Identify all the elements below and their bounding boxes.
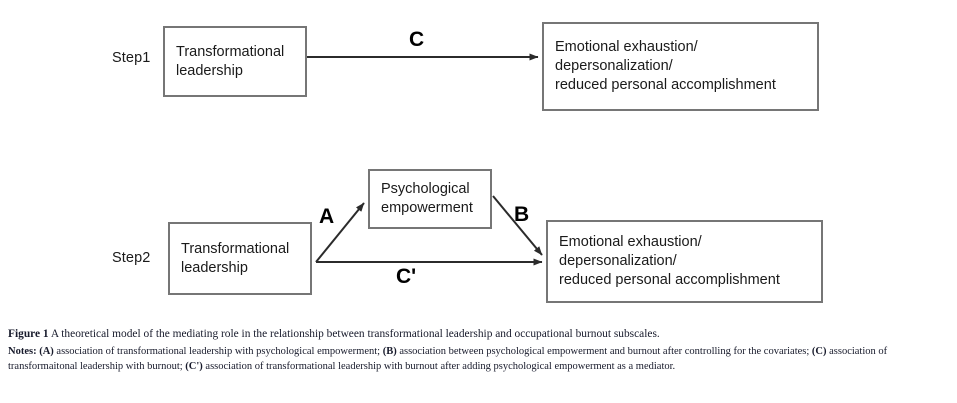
caption-notes-label: Notes: xyxy=(8,346,37,357)
caption-title-text: A theoretical model of the mediating rol… xyxy=(48,328,660,340)
caption-note-key-2: (C) xyxy=(809,346,827,357)
step1-burnout-outcome-box: Emotional exhaustion/ depersonalization/… xyxy=(542,22,819,111)
step1-label: Step1 xyxy=(112,50,151,66)
path-label-b: B xyxy=(514,203,530,226)
figure-caption: Figure 1 A theoretical model of the medi… xyxy=(8,326,949,374)
step2-label: Step2 xyxy=(112,250,151,266)
caption-note-text-2: association of transformaitonal leadersh… xyxy=(8,346,888,372)
caption-note-key-0: (A) xyxy=(36,346,54,357)
step2-burnout-outcome-text: Emotional exhaustion/ depersonalization/… xyxy=(559,234,780,288)
diagram-connectors xyxy=(307,53,543,266)
step2-burnout-outcome-box: Emotional exhaustion/ depersonalization/… xyxy=(546,220,823,303)
step2-psychological-empowerment-box: Psychological empowerment xyxy=(368,169,492,229)
step1-transformational-leadership-text: Transformational leadership xyxy=(176,43,285,79)
caption-note-key-3: (C') xyxy=(182,361,203,372)
arrow-path-a xyxy=(315,202,365,263)
figure-diagram: Step1 Transformational leadership C Emot… xyxy=(112,22,823,303)
path-label-c-prime: C' xyxy=(396,265,417,288)
caption-notes-text: (A) association of transformational lead… xyxy=(8,346,887,372)
caption-title-line: Figure 1 A theoretical model of the medi… xyxy=(8,326,949,342)
caption-figure-number: Figure 1 xyxy=(8,328,49,340)
caption-note-text-0: association of transformational leadersh… xyxy=(53,346,381,357)
step2-psychological-empowerment-text: Psychological empowerment xyxy=(381,181,473,216)
step2-transformational-leadership-box: Transformational leadership xyxy=(168,222,312,295)
caption-note-key-1: (B) xyxy=(380,346,397,357)
caption-note-text-1: association between psychological empowe… xyxy=(396,346,810,357)
step1-burnout-outcome-text: Emotional exhaustion/ depersonalization/… xyxy=(555,39,776,93)
step2-transformational-leadership-text: Transformational leadership xyxy=(181,240,290,276)
arrow-path-b xyxy=(492,195,543,256)
step1-transformational-leadership-box: Transformational leadership xyxy=(163,26,307,97)
caption-note-text-3: association of transformational leadersh… xyxy=(202,361,676,372)
path-label-c: C xyxy=(409,28,425,51)
path-label-a: A xyxy=(319,205,335,228)
caption-notes-block: Notes: (A) association of transformation… xyxy=(8,344,949,374)
